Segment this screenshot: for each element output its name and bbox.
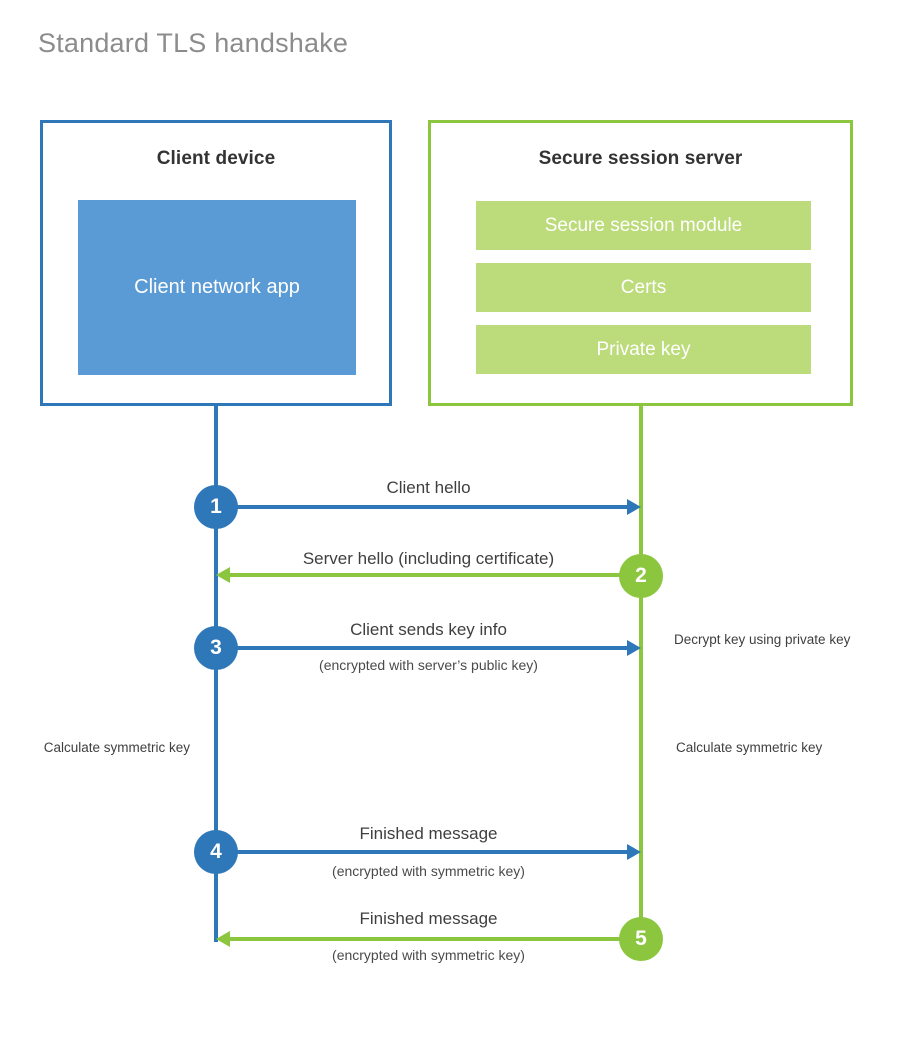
client-network-app-block: Client network app — [78, 200, 356, 375]
secure-session-server-title: Secure session server — [538, 148, 743, 169]
step-2-number: 2 — [635, 564, 647, 587]
server-block-secure-session-module: Secure session module — [476, 201, 811, 250]
step-3-number: 3 — [210, 636, 222, 659]
step-4-number: 4 — [210, 840, 222, 863]
step-5-circle: 5 — [619, 917, 663, 961]
page-title: Standard TLS handshake — [38, 28, 349, 58]
server-block-certs: Certs — [476, 263, 811, 312]
step-3-label: Client sends key info — [350, 620, 507, 639]
step-1-label: Client hello — [386, 478, 471, 497]
step-2-circle: 2 — [619, 554, 663, 598]
client-lifeline — [214, 403, 218, 942]
step-4-circle: 4 — [194, 830, 238, 874]
step-1-number: 1 — [210, 495, 222, 518]
server-block-private-key: Private key — [476, 325, 811, 374]
client-device-box: Client device Client network app — [40, 120, 392, 406]
step-3-sublabel: (encrypted with server’s public key) — [319, 657, 538, 673]
client-calculate-symmetric-key-note: Calculate symmetric key — [43, 740, 190, 755]
server-calculate-symmetric-key-note: Calculate symmetric key — [676, 740, 823, 755]
step-5-number: 5 — [635, 927, 647, 950]
server-decrypt-note: Decrypt key using private key — [674, 632, 851, 647]
step-4-label: Finished message — [359, 824, 498, 843]
server-component-list: Secure session module Certs Private key — [476, 201, 811, 374]
step-3-circle: 3 — [194, 626, 238, 670]
step-1-circle: 1 — [194, 485, 238, 529]
step-2-label: Server hello (including certificate) — [302, 549, 555, 568]
server-lifeline — [639, 403, 643, 940]
step-5-label: Finished message — [359, 909, 498, 928]
secure-session-server-box: Secure session server Secure session mod… — [428, 120, 853, 406]
step-5-sublabel: (encrypted with symmetric key) — [332, 947, 525, 963]
step-4-sublabel: (encrypted with symmetric key) — [332, 863, 525, 879]
client-device-title: Client device — [156, 148, 276, 169]
